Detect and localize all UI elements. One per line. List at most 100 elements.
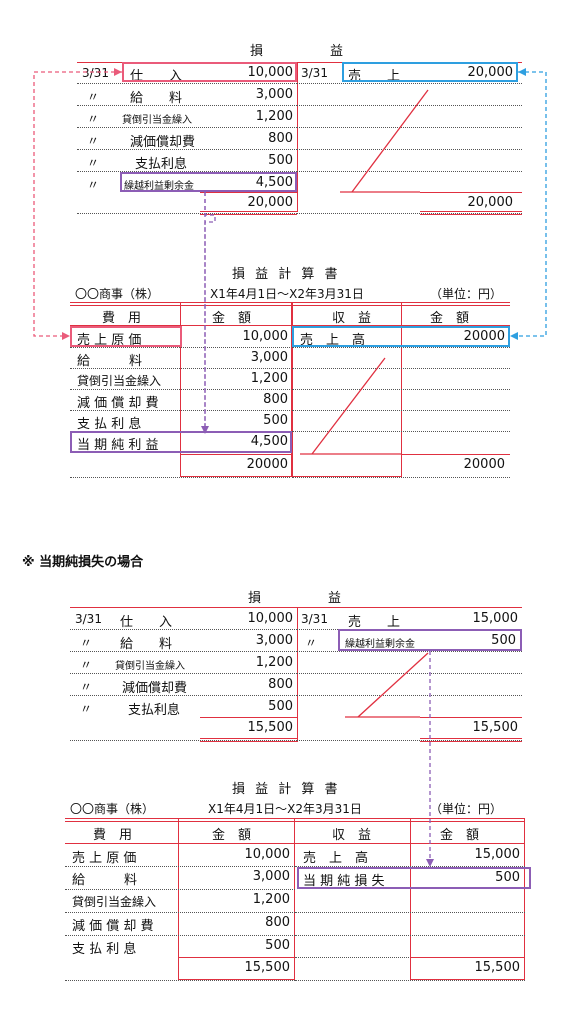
ledger-amount: 1,200 bbox=[255, 655, 293, 670]
pl-revenue-total: 20000 bbox=[463, 457, 505, 472]
ledger-date: 3/31 bbox=[82, 66, 109, 80]
ledger-title-right: 益 bbox=[328, 591, 342, 606]
pl-expense-name: 貸倒引当金繰入 bbox=[77, 374, 162, 388]
ledger-amount: 800 bbox=[268, 131, 293, 146]
double-rule bbox=[420, 214, 522, 215]
highlight-sales bbox=[292, 326, 510, 347]
pl-expense-amount: 800 bbox=[265, 915, 290, 930]
row-rule bbox=[70, 389, 290, 390]
pl-period: X1年4月1日〜X2年3月31日 bbox=[208, 802, 362, 816]
header-revenues: 収 益 bbox=[332, 311, 372, 326]
total-rule bbox=[410, 957, 525, 958]
row-rule bbox=[65, 889, 295, 890]
ledger-top-rule bbox=[77, 62, 522, 63]
ledger-date: 3/31 bbox=[301, 612, 328, 626]
ledger-date: 〃 bbox=[87, 178, 100, 192]
pl-company: 〇〇商事（株） bbox=[70, 802, 155, 816]
row-rule bbox=[65, 912, 295, 913]
row-rule bbox=[297, 695, 522, 696]
header-rule bbox=[65, 818, 525, 819]
ledger-date: 〃 bbox=[80, 636, 93, 650]
header-rule bbox=[70, 325, 510, 326]
ledger-title-left: 損 bbox=[250, 44, 264, 59]
row-rule bbox=[70, 347, 290, 348]
ledger-date: 〃 bbox=[80, 702, 93, 716]
header-expenses: 費 用 bbox=[102, 311, 142, 326]
row-rule bbox=[297, 127, 522, 128]
row-rule bbox=[77, 105, 297, 106]
double-rule bbox=[200, 211, 297, 212]
row-rule bbox=[297, 149, 522, 150]
total-rule bbox=[200, 192, 297, 193]
header-amount: 金 額 bbox=[430, 311, 470, 326]
row-rule bbox=[297, 171, 522, 172]
pl-revenue-amount: 15,000 bbox=[474, 847, 521, 862]
pl-unit: （単位：円） bbox=[430, 287, 503, 301]
highlight-sales bbox=[342, 62, 518, 82]
ledger-amount: 10,000 bbox=[247, 65, 294, 80]
row-rule bbox=[297, 83, 522, 84]
double-rule bbox=[420, 211, 522, 212]
row-rule bbox=[295, 935, 525, 936]
ledger-amount: 3,000 bbox=[255, 87, 293, 102]
pl-unit: （単位：円） bbox=[430, 802, 503, 816]
total-rule bbox=[420, 192, 522, 193]
ledger-amount: 3,000 bbox=[255, 633, 293, 648]
pl-expense-amount: 3,000 bbox=[252, 869, 290, 884]
row-rule bbox=[65, 866, 295, 867]
ledger-title-left: 損 bbox=[248, 591, 262, 606]
ledger-amount: 10,000 bbox=[247, 611, 294, 626]
pl-expense-amount: 10,000 bbox=[242, 329, 289, 344]
header-amount: 金 額 bbox=[212, 311, 252, 326]
pl-expense-name: 給 料 bbox=[72, 873, 138, 888]
pl-expense-name: 給 料 bbox=[77, 354, 143, 369]
pl-expense-amount: 800 bbox=[263, 392, 288, 407]
header-rule bbox=[65, 843, 525, 844]
highlight-retained-earnings bbox=[338, 629, 522, 651]
total-rule bbox=[402, 454, 510, 455]
row-rule bbox=[292, 347, 510, 348]
pl-expense-amount: 4,500 bbox=[250, 434, 288, 449]
ledger-center-rule bbox=[297, 607, 298, 742]
ledger-amount: 15,000 bbox=[472, 611, 519, 626]
row-rule bbox=[292, 477, 510, 478]
ledger-amount: 500 bbox=[491, 633, 516, 648]
row-rule bbox=[77, 149, 297, 150]
row-rule bbox=[295, 980, 525, 981]
ledger-date: 3/31 bbox=[301, 66, 328, 80]
pl-revenue-name: 売 上 高 bbox=[300, 333, 366, 348]
top-connectors bbox=[33, 68, 547, 455]
ledger-amount: 500 bbox=[268, 699, 293, 714]
ledger-account: 支払利息 bbox=[135, 157, 188, 172]
pl-expense-name: 減 価 償 却 費 bbox=[77, 396, 159, 411]
row-rule bbox=[297, 105, 522, 106]
ledger-amount: 4,500 bbox=[255, 175, 293, 190]
double-rule bbox=[200, 741, 297, 742]
total-rule bbox=[200, 717, 297, 718]
pl-period: X1年4月1日〜X2年3月31日 bbox=[210, 287, 364, 301]
pl-expense-total: 15,500 bbox=[244, 960, 291, 975]
row-rule bbox=[297, 213, 522, 214]
total-rule bbox=[178, 957, 295, 958]
ledger-amount: 1,200 bbox=[255, 109, 293, 124]
header-amount: 金 額 bbox=[212, 828, 252, 843]
ledger-date: 3/31 bbox=[75, 612, 102, 626]
highlight-net-loss bbox=[297, 867, 531, 889]
row-rule bbox=[70, 410, 290, 411]
ledger-date: 〃 bbox=[87, 112, 100, 126]
ledger-account: 繰越利益剰余金 bbox=[124, 181, 194, 192]
highlight-retained-earnings bbox=[120, 172, 297, 192]
pl-expense-name: 当 期 純 利 益 bbox=[77, 438, 159, 453]
row-rule bbox=[292, 431, 510, 432]
total-rule bbox=[420, 717, 522, 718]
pl-expense-total: 20000 bbox=[246, 457, 288, 472]
ledger-account: 売 上 bbox=[348, 615, 401, 630]
header-amount: 金 額 bbox=[440, 828, 480, 843]
pl-expense-name: 支 払 利 息 bbox=[77, 417, 142, 432]
ledger-date: 〃 bbox=[87, 156, 100, 170]
pl-expense-amount: 500 bbox=[265, 938, 290, 953]
amount-column-box bbox=[178, 818, 295, 980]
ledger-date: 〃 bbox=[305, 636, 318, 650]
row-rule bbox=[70, 477, 290, 478]
loss-case-note: ※ 当期純損失の場合 bbox=[22, 555, 144, 570]
